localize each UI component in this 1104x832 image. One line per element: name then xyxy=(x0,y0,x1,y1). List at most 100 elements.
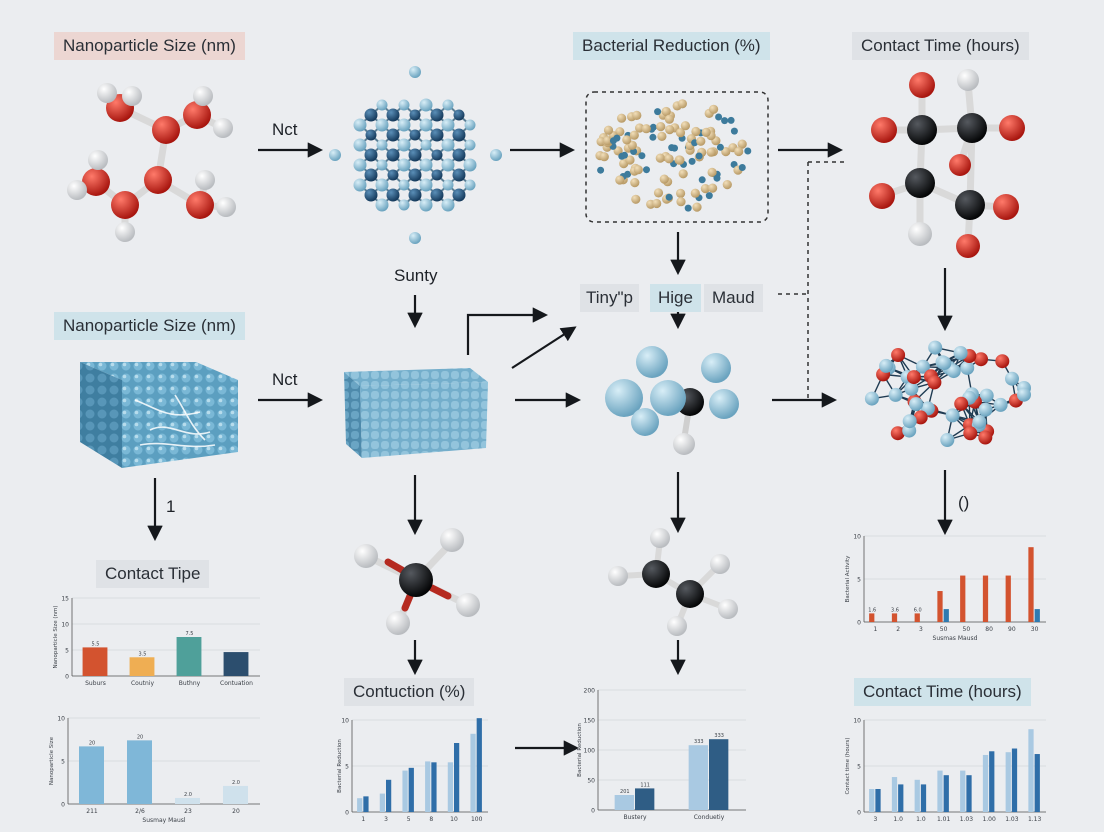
bar-value-label: 333 xyxy=(694,739,704,745)
lattice-atom xyxy=(409,129,421,141)
lattice-atom xyxy=(397,158,411,172)
lattice-atom xyxy=(464,139,476,151)
bar xyxy=(363,796,369,812)
bar xyxy=(898,784,904,812)
y-tick-label: 200 xyxy=(584,688,596,695)
lattice-atom xyxy=(490,149,502,161)
x-tick-label: 50 xyxy=(963,626,971,633)
lattice-atom xyxy=(329,149,341,161)
polymer-bead xyxy=(656,122,666,132)
lattice-atom xyxy=(419,198,433,212)
x-tick-label: 30 xyxy=(1031,626,1039,633)
arrow-cube-diagonal xyxy=(511,326,577,369)
lattice-atom xyxy=(397,138,411,152)
polymer-bead xyxy=(635,123,645,133)
y-tick-label: 15 xyxy=(61,596,69,603)
bar xyxy=(1028,729,1034,812)
polymer-bead xyxy=(641,124,651,134)
y-tick-label: 0 xyxy=(345,810,349,817)
cluster-atom xyxy=(909,397,924,412)
lattice-atom xyxy=(364,188,378,202)
polymer-bead xyxy=(603,125,614,135)
bar-value-label: 333 xyxy=(714,733,724,739)
label-bacterial-reduction: Bacterial Reduction (%) xyxy=(573,32,770,60)
y-tick-label: 5 xyxy=(65,648,69,655)
polymer-bead xyxy=(629,130,639,140)
lattice-atom xyxy=(364,108,378,122)
polymer-bead xyxy=(708,183,718,193)
bar-value-label: 3.6 xyxy=(891,607,899,613)
mixed-nanocluster xyxy=(864,340,1031,447)
bar xyxy=(127,740,152,804)
polymer-bead xyxy=(665,125,675,135)
bar xyxy=(943,609,949,622)
lattice-atom xyxy=(376,99,388,111)
bar xyxy=(1005,752,1011,812)
polymer-bead xyxy=(737,139,747,149)
y-axis-label: Nanoparticle Size xyxy=(49,736,55,785)
nanofiber-block xyxy=(80,362,238,468)
bar xyxy=(476,718,482,812)
polymer-bead xyxy=(734,146,744,157)
cluster-atom xyxy=(927,375,942,390)
x-tick-label: 1.13 xyxy=(1028,816,1042,823)
cluster-atom xyxy=(906,370,921,385)
cluster-atom xyxy=(974,352,988,367)
polymer-bead xyxy=(716,143,724,151)
x-tick-label: 80 xyxy=(985,626,993,633)
bar-value-label: 2.0 xyxy=(184,792,192,798)
polymer-bead xyxy=(664,114,675,124)
bar-value-label: 20 xyxy=(137,734,143,740)
x-tick-label: 100 xyxy=(471,816,483,823)
arrow-label-one: 1 xyxy=(166,497,176,516)
bar xyxy=(386,779,392,812)
arrow-label-nct-top: Nct xyxy=(272,120,298,139)
y-tick-label: 0 xyxy=(591,808,595,815)
bar xyxy=(454,743,460,812)
x-tick-label: 5 xyxy=(407,816,411,823)
polymer-bead xyxy=(617,113,627,123)
lattice-atom xyxy=(452,168,466,182)
lattice-atom xyxy=(364,168,378,182)
lattice-atom xyxy=(409,232,421,244)
bar xyxy=(357,798,363,812)
polymer-bead xyxy=(715,113,723,121)
bar-value-label: 6.0 xyxy=(914,607,922,613)
cluster-atom xyxy=(940,433,955,447)
polymer-bead xyxy=(615,175,625,185)
x-axis-label: Susmay Mausl xyxy=(142,817,185,824)
lattice-atom xyxy=(419,178,433,192)
bar xyxy=(402,770,408,812)
polymer-bead xyxy=(701,127,711,137)
polymer-bead xyxy=(696,136,706,146)
x-tick-label: 1 xyxy=(361,816,365,823)
y-axis-label: Bacterial Activity xyxy=(845,555,851,602)
polymer-bead xyxy=(632,110,642,120)
lattice-atom xyxy=(409,109,421,121)
lattice-atom xyxy=(386,188,400,202)
x-tick-label: 50 xyxy=(940,626,948,633)
lattice-atom xyxy=(386,148,400,162)
polymer-bead xyxy=(678,169,688,179)
polymer-bead xyxy=(671,144,678,152)
y-tick-label: 5 xyxy=(857,577,861,584)
polymer-bead xyxy=(727,116,735,124)
y-axis-label: Contact time (hours) xyxy=(845,737,851,794)
bacteria-polymer-cluster xyxy=(595,99,752,212)
polymer-bead xyxy=(654,108,662,116)
cluster-atom xyxy=(1005,371,1019,386)
polymer-bead xyxy=(722,180,732,190)
polymer-bead xyxy=(695,152,703,160)
label-contact-time-bottom: Contact Time (hours) xyxy=(854,678,1031,706)
arrow-label-paren: () xyxy=(958,493,970,512)
cluster-atom xyxy=(946,364,961,379)
bar xyxy=(875,789,881,812)
bar xyxy=(447,762,453,812)
x-tick-label: 2 xyxy=(896,626,900,633)
cluster-atom xyxy=(978,402,993,417)
cluster-atom xyxy=(954,396,969,411)
